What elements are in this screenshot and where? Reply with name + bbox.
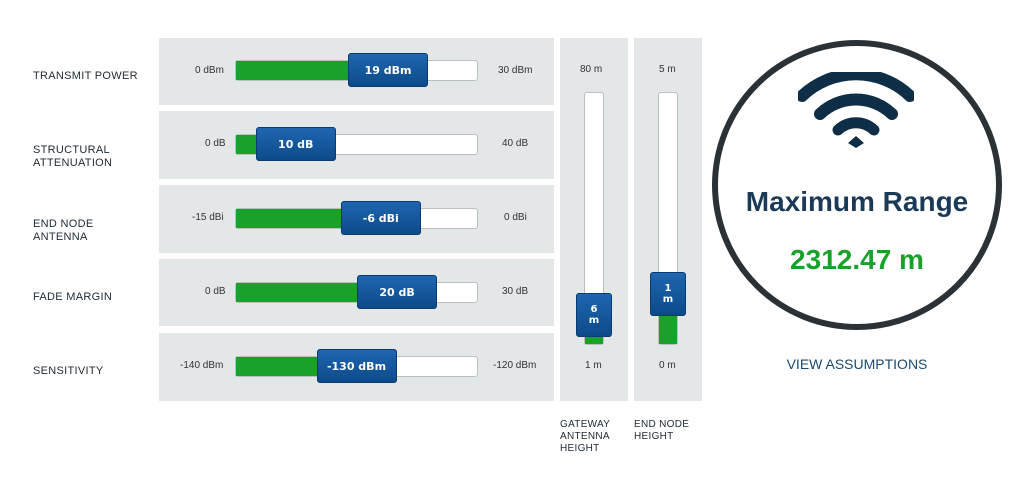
slider-thumb[interactable]: 10 dB — [255, 127, 336, 161]
sensitivity-min: -140 dBm — [180, 360, 224, 371]
maximum-range-title: Maximum Range — [745, 186, 969, 217]
transmit-power-max: 30 dBm — [498, 65, 533, 76]
slider-thumb[interactable]: 1 m — [650, 272, 686, 317]
fade-margin-label: FADE MARGIN — [33, 291, 113, 303]
view-assumptions-link[interactable]: VIEW ASSUMPTIONS — [786, 356, 928, 372]
slider-thumb[interactable]: 19 dBm — [348, 53, 429, 87]
slider-thumb[interactable]: -6 dBi — [340, 201, 421, 235]
end-node-height-max: 5 m — [659, 64, 676, 75]
structural-attenuation-slider[interactable]: 10 dB — [235, 127, 478, 161]
fade-margin-max: 30 dB — [502, 286, 529, 297]
structural-attenuation-max: 40 dB — [502, 138, 529, 149]
end-node-antenna-slider[interactable]: -6 dBi — [235, 201, 478, 235]
slider-thumb[interactable]: -130 dBm — [316, 349, 397, 383]
result-circle — [712, 40, 1002, 330]
label-line: HEIGHT — [634, 431, 674, 442]
gateway-height-min: 1 m — [585, 360, 602, 371]
thumb-value: 1 — [664, 283, 672, 295]
structural-attenuation-min: 0 dB — [205, 138, 226, 149]
end-node-antenna-label: END NODE ANTENNA — [33, 218, 93, 244]
label-line: END NODE — [634, 419, 690, 430]
sensitivity-slider[interactable]: -130 dBm — [235, 349, 478, 383]
transmit-power-slider[interactable]: 19 dBm — [235, 53, 478, 87]
wifi-arc-inner — [832, 117, 880, 136]
label-line: ANTENNA — [560, 431, 610, 442]
wifi-dot — [848, 136, 864, 148]
fade-margin-min: 0 dB — [205, 286, 226, 297]
label-line: STRUCTURAL — [33, 144, 110, 156]
end-node-height-slider[interactable]: 1 m — [650, 92, 686, 345]
sensitivity-label: SENSITIVITY — [33, 365, 104, 377]
slider-track[interactable] — [584, 92, 604, 345]
label-line: GATEWAY — [560, 419, 611, 430]
end-node-antenna-max: 0 dBi — [504, 212, 527, 223]
label-line: ATTENUATION — [33, 157, 113, 169]
label-line: ANTENNA — [33, 231, 88, 243]
sensitivity-max: -120 dBm — [493, 360, 537, 371]
transmit-power-min: 0 dBm — [195, 65, 224, 76]
thumb-value: 6 — [590, 304, 598, 315]
end-node-height-min: 0 m — [659, 360, 676, 371]
thumb-unit: m — [588, 315, 600, 326]
gateway-antenna-height-label: GATEWAY ANTENNA HEIGHT — [560, 419, 610, 455]
label-line: HEIGHT — [560, 443, 600, 454]
end-node-antenna-min: -15 dBi — [192, 212, 224, 223]
end-node-height-label: END NODE HEIGHT — [634, 419, 689, 443]
wifi-arc-middle — [814, 93, 898, 120]
slider-thumb[interactable]: 6 m — [576, 293, 612, 337]
maximum-range-value: 2312.47 m — [790, 244, 924, 275]
label-line: END NODE — [33, 218, 94, 230]
transmit-power-label: TRANSMIT POWER — [33, 70, 138, 82]
structural-attenuation-label: STRUCTURAL ATTENUATION — [33, 144, 112, 170]
fade-margin-slider[interactable]: 20 dB — [235, 275, 478, 309]
thumb-unit: m — [662, 294, 674, 306]
gateway-height-max: 80 m — [580, 64, 603, 75]
slider-thumb[interactable]: 20 dB — [357, 275, 438, 309]
wifi-arc-outer — [798, 72, 914, 102]
wifi-icon — [798, 72, 914, 148]
gateway-height-slider[interactable]: 6 m — [576, 92, 612, 345]
